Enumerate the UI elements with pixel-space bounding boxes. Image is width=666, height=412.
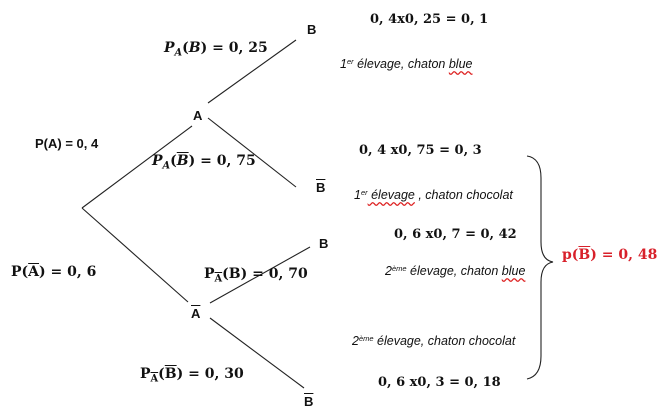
node-Bbar-top: B <box>316 180 326 195</box>
node-B-top: B <box>307 22 317 37</box>
node-Abar: A <box>191 306 201 321</box>
label-p-A: P(A) = 0, 4 <box>35 136 99 151</box>
result-A-B: 0, 4x0, 25 = 0, 1 <box>370 12 489 27</box>
label-pAbar-B: PA(B) = 0, 70 <box>204 266 308 285</box>
branch-Abar-B <box>209 246 311 304</box>
label-p-Abar: P(A) = 0, 6 <box>11 264 97 280</box>
branch-root-A <box>81 125 193 209</box>
result-Abar-Bbar: 0, 6 x0, 3 = 0, 18 <box>378 375 501 390</box>
note-2: 1er élevage , chaton chocolat <box>354 188 513 203</box>
note-4: 2ème élevage, chaton chocolat <box>352 334 516 349</box>
label-pA-Bbar: PA(B) = 0, 75 <box>152 153 256 172</box>
note-1: 1er élevage, chaton blue <box>340 57 473 72</box>
branch-root-Abar <box>81 207 189 303</box>
node-Bbar-bottom: B <box>304 394 314 409</box>
total-probability: p(B) = 0, 48 <box>562 247 658 263</box>
result-Abar-B: 0, 6 x0, 7 = 0, 42 <box>394 227 517 242</box>
label-pA-B: PA(B) = 0, 25 <box>164 40 268 59</box>
node-B-mid: B <box>319 236 329 251</box>
branch-A-Bbar <box>207 117 297 188</box>
node-A: A <box>193 108 203 123</box>
label-pAbar-Bbar: PA(B) = 0, 30 <box>140 366 244 385</box>
branch-Abar-Bbar <box>209 317 305 389</box>
right-brace <box>526 155 554 380</box>
note-3: 2ème élevage, chaton blue <box>385 264 526 279</box>
branch-A-B <box>207 39 297 104</box>
result-A-Bbar: 0, 4 x0, 75 = 0, 3 <box>359 143 482 158</box>
